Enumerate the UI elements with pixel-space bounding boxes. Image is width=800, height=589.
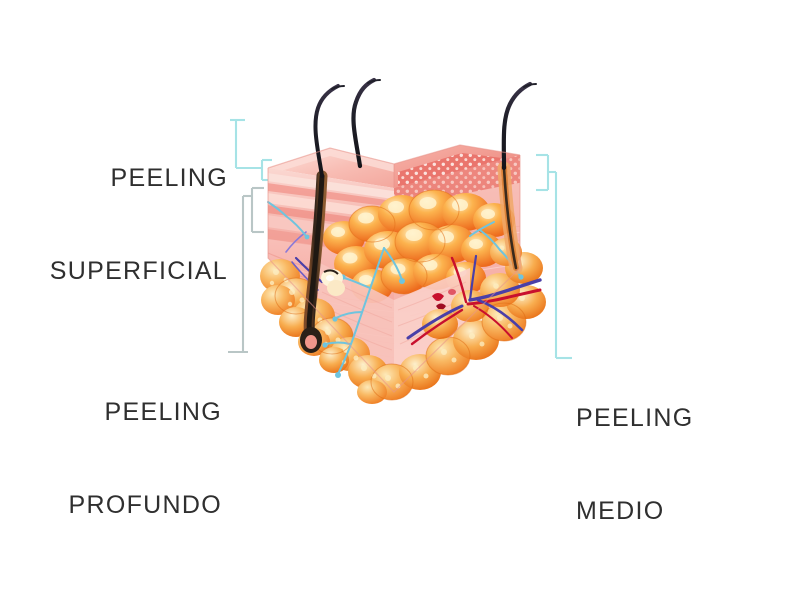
sebaceous-gland-cluster	[323, 189, 515, 303]
label-peeling-profundo: PEELING PROFUNDO	[0, 335, 222, 583]
bracket-profundo	[228, 186, 264, 354]
left-face	[268, 168, 394, 392]
bracket-medio	[536, 153, 572, 360]
dermal-ridge	[318, 262, 394, 398]
label-superficial-line1: PEELING	[110, 164, 228, 192]
nerve-endings	[304, 234, 524, 378]
hair-shafts	[313, 77, 533, 178]
dermal-ridge-right	[394, 268, 470, 398]
label-peeling-medio: PEELING MEDIO	[576, 341, 796, 589]
hair-follicle-left	[300, 170, 345, 353]
top-surface-right-granular2	[418, 166, 520, 206]
right-face	[394, 155, 520, 392]
hair-shaft-tips	[331, 79, 537, 90]
vessel-cross-sections	[432, 289, 456, 310]
label-medio-line2: MEDIO	[576, 497, 665, 525]
top-surface-right	[394, 145, 520, 188]
label-peeling-superficial: PEELING SUPERFICIAL	[0, 101, 228, 349]
dermal-ridge-fibres	[321, 275, 467, 351]
hair-follicle-right	[497, 161, 523, 275]
block-edges	[267, 144, 521, 393]
blood-vessels	[285, 231, 542, 346]
top-surface-left	[268, 148, 394, 188]
label-superficial-line2: SUPERFICIAL	[49, 257, 228, 285]
subcutaneous-fat	[260, 238, 546, 404]
diagram-canvas: PEELING SUPERFICIAL PEELING PROFUNDO PEE…	[0, 77, 693, 525]
bracket-superficial	[230, 118, 272, 182]
skin-block	[260, 77, 546, 404]
top-surface-left-outer	[268, 148, 394, 175]
nerve-fibers	[267, 201, 521, 375]
top-surface-right-granular	[398, 153, 518, 186]
label-profundo-line1: PEELING	[104, 398, 222, 426]
label-medio-line1: PEELING	[576, 404, 694, 432]
label-profundo-line2: PROFUNDO	[68, 491, 222, 519]
